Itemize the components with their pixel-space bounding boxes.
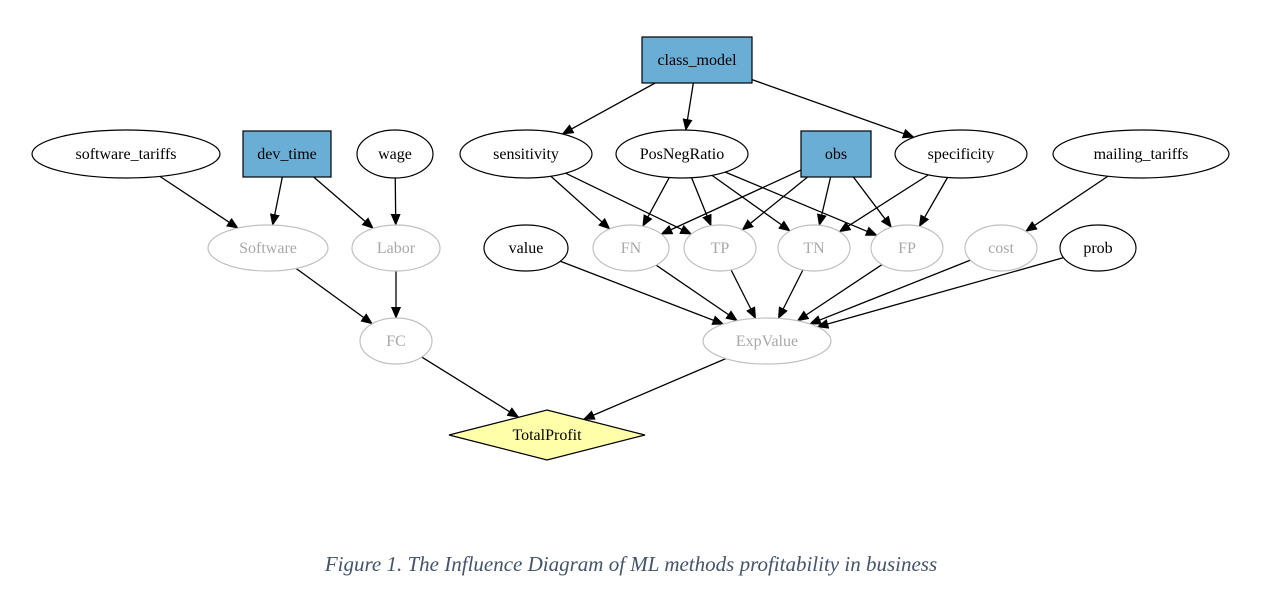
node-value: value [483, 224, 569, 272]
influence-diagram: class_model software_tariffs dev_time wage s… [31, 36, 1230, 461]
node-sensitivity: sensitivity [459, 129, 593, 179]
edge-sensitivity-to-FN [550, 175, 611, 230]
node-cost: cost [964, 224, 1038, 272]
dev_time-label: dev_time [257, 146, 317, 163]
figure-caption: Figure 1. The Influence Diagram of ML me… [324, 552, 938, 576]
node-FC: FC [359, 317, 433, 365]
obs-shape [800, 130, 872, 178]
node-wage: wage [356, 129, 434, 179]
node-mailing_tariffs: mailing_tariffs [1052, 129, 1230, 179]
node-FN: FN [592, 224, 670, 272]
FN-label: FN [621, 240, 642, 257]
TotalProfit-shape [448, 409, 646, 461]
edge-dev_time-to-Labor [313, 176, 374, 229]
node-dev_time: dev_time [242, 130, 332, 178]
edge-wage-to-Labor [390, 177, 401, 227]
FC-label: FC [386, 333, 406, 350]
node-software_tariffs: software_tariffs [31, 129, 221, 179]
edge-PosNegRatio-to-FN [642, 177, 670, 228]
obs-label: obs [825, 146, 847, 163]
cost-label: cost [988, 240, 1014, 257]
Software-label: Software [239, 240, 297, 257]
dev_time-shape [242, 130, 332, 178]
node-ExpValue: ExpValue [702, 317, 832, 365]
node-TN: TN [777, 224, 851, 272]
edge-mailing_tariffs-to-cost [1024, 175, 1109, 232]
cost-shape [964, 224, 1038, 272]
edge-TN-to-ExpValue [777, 269, 804, 320]
edge-specificity-to-TN [838, 174, 929, 233]
edge-PosNegRatio-to-TP [690, 177, 712, 227]
edge-FP-to-ExpValue [796, 264, 883, 322]
edge-TP-to-ExpValue [730, 269, 757, 320]
prob-shape [1059, 224, 1137, 272]
edge-class_model-to-specificity [751, 78, 915, 139]
TN-label: TN [803, 240, 825, 257]
TP-shape [683, 224, 757, 272]
node-prob: prob [1059, 224, 1137, 272]
node-obs: obs [800, 130, 872, 178]
class_model-label: class_model [657, 52, 737, 69]
Labor-shape [351, 224, 441, 272]
specificity-label: specificity [928, 146, 995, 163]
wage-label: wage [378, 146, 412, 163]
edge-PosNegRatio-to-TN [711, 174, 791, 232]
node-TotalProfit: TotalProfit [448, 409, 646, 461]
edge-FN-to-ExpValue [655, 264, 739, 322]
PosNegRatio-shape [615, 129, 749, 179]
edge-obs-to-TN [816, 176, 832, 227]
FP-shape [870, 224, 944, 272]
TP-label: TP [711, 240, 730, 257]
FP-label: FP [898, 240, 916, 257]
Labor-label: Labor [377, 240, 416, 257]
node-PosNegRatio: PosNegRatio [615, 129, 749, 179]
node-FP: FP [870, 224, 944, 272]
edge-class_model-to-PosNegRatio [682, 82, 694, 132]
node-Labor: Labor [351, 224, 441, 272]
edge-obs-to-FP [852, 176, 892, 229]
node-Software: Software [207, 224, 329, 272]
edge-FC-to-TotalProfit [421, 356, 520, 418]
edge-class_model-to-sensitivity [561, 82, 656, 135]
edge-Software-to-FC [295, 267, 374, 325]
edge-ExpValue-to-TotalProfit [582, 358, 727, 420]
mailing_tariffs-shape [1052, 129, 1230, 179]
mailing_tariffs-label: mailing_tariffs [1094, 146, 1189, 163]
edge-prob-to-ExpValue [816, 257, 1064, 329]
TotalProfit-label: TotalProfit [512, 427, 582, 444]
prob-label: prob [1083, 240, 1112, 257]
edge-value-to-ExpValue [560, 260, 725, 325]
software_tariffs-label: software_tariffs [76, 146, 177, 163]
edge-dev_time-to-Software [269, 176, 283, 227]
wage-shape [356, 129, 434, 179]
node-class_model: class_model [641, 36, 753, 84]
TN-shape [777, 224, 851, 272]
software_tariffs-shape [31, 129, 221, 179]
edge-software_tariffs-to-Software [159, 175, 239, 229]
node-TP: TP [683, 224, 757, 272]
ExpValue-shape [702, 317, 832, 365]
PosNegRatio-label: PosNegRatio [640, 146, 724, 163]
sensitivity-shape [459, 129, 593, 179]
Software-shape [207, 224, 329, 272]
sensitivity-label: sensitivity [493, 146, 559, 163]
value-label: value [509, 240, 544, 257]
nodes: class_model software_tariffs dev_time wage s… [31, 36, 1230, 461]
FN-shape [592, 224, 670, 272]
edge-obs-to-FN [660, 169, 802, 235]
edge-sensitivity-to-TP [565, 172, 693, 235]
edges [159, 78, 1109, 420]
value-shape [483, 224, 569, 272]
edge-obs-to-TP [741, 176, 809, 231]
edge-cost-to-ExpValue [808, 259, 971, 325]
edge-PosNegRatio-to-FP [725, 171, 878, 237]
FC-shape [359, 317, 433, 365]
ExpValue-label: ExpValue [736, 333, 798, 350]
specificity-shape [894, 129, 1028, 179]
edge-specificity-to-FP [918, 177, 949, 228]
node-specificity: specificity [894, 129, 1028, 179]
class_model-shape [641, 36, 753, 84]
